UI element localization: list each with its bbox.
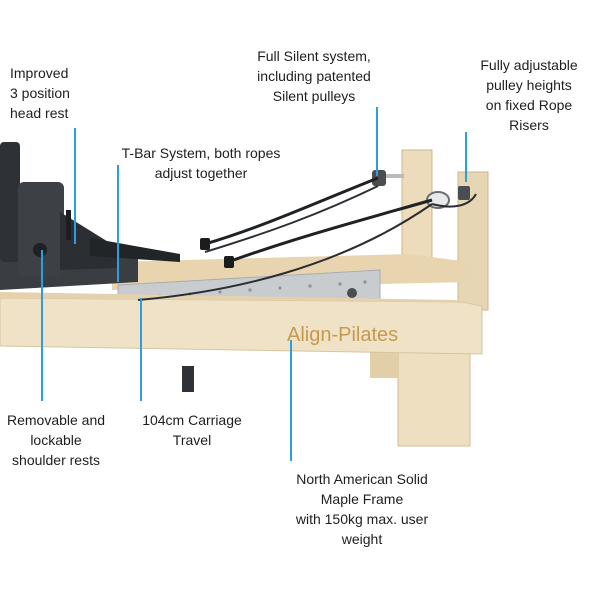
shoulder-block-back: [0, 142, 20, 262]
label-shoulder: Removable and lockable shoulder rests: [6, 412, 106, 468]
frame-foot-bracket: [182, 366, 194, 392]
carriage-strap: [90, 238, 180, 262]
maple-frame-beam: [0, 297, 483, 355]
label-pulley: Fully adjustable pulley heights on fixed…: [480, 57, 578, 133]
leader-lines: [41, 107, 467, 461]
label-frame: North American Solid Maple Frame with 15…: [295, 471, 429, 547]
align-pilates-logo: Align-Pilates: [287, 324, 398, 346]
label-silent: Full Silent system, including patented S…: [257, 48, 371, 104]
label-head-rest: Improved 3 position head rest: [10, 65, 70, 121]
track-bolt: [347, 288, 357, 298]
rope-carriage: [137, 203, 433, 301]
pulley-bracket-left: [386, 174, 404, 178]
head-rest-post: [66, 210, 71, 240]
frame-leg-front: [397, 337, 471, 447]
rope-handle-lower: [224, 256, 234, 268]
label-carriage: 104cm Carriage Travel: [142, 412, 242, 448]
rope-upper: [204, 176, 379, 246]
rope-lower: [227, 198, 433, 264]
pulley-bracket-right: [458, 186, 470, 200]
label-t-bar: T-Bar System, both ropes adjust together: [121, 145, 281, 181]
silent-pulley-left: [372, 170, 386, 186]
rope-upper-inner: [204, 185, 379, 253]
shoulder-rest-knob: [33, 243, 47, 257]
rope-handle-upper: [200, 238, 210, 250]
maple-frame-top: [0, 292, 482, 306]
rope-riser-link: [431, 193, 477, 208]
shoulder-rest: [18, 182, 64, 276]
